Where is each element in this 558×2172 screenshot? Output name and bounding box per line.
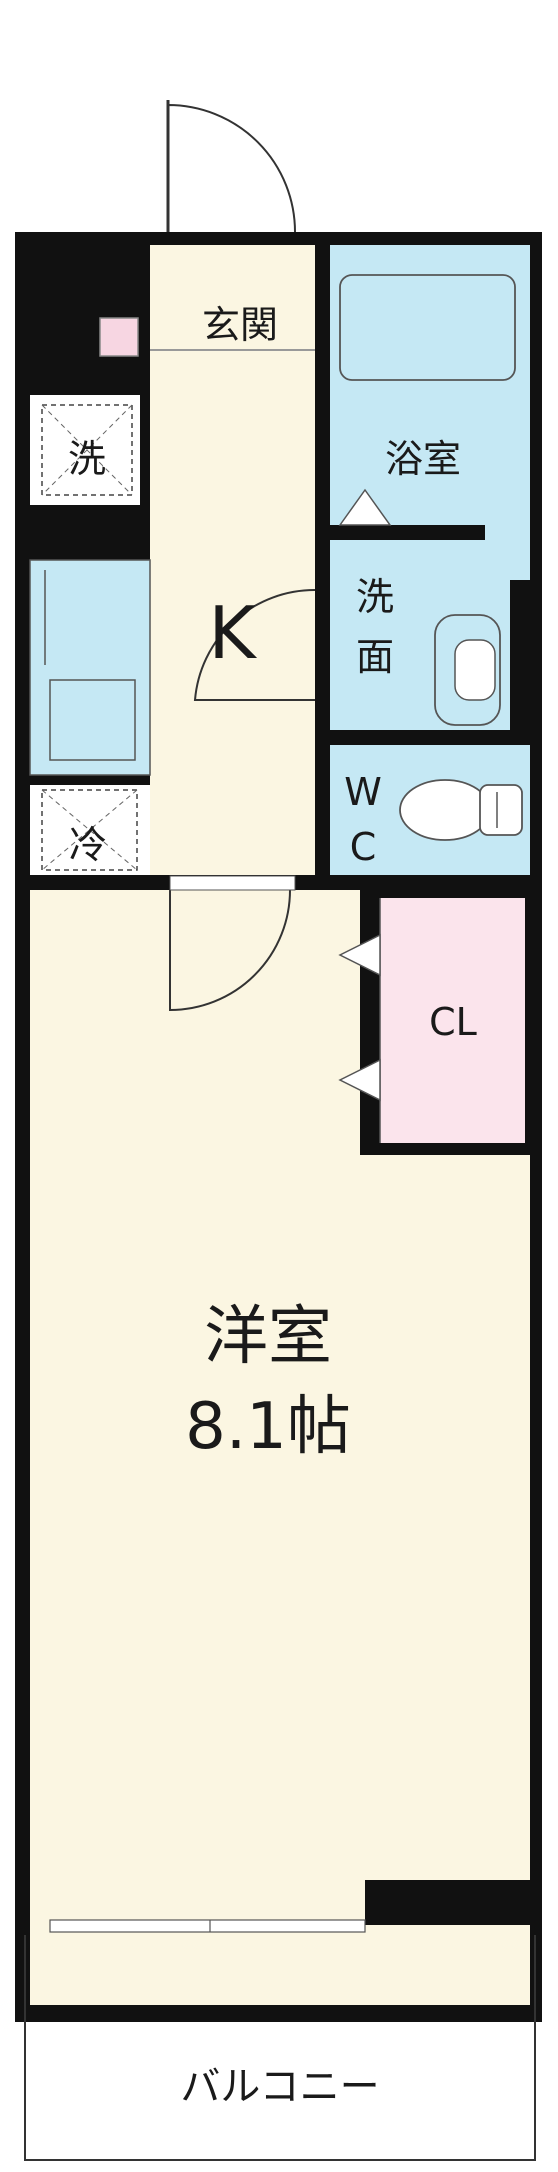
entrance-label: 玄関 — [202, 303, 278, 347]
shoe-box — [99, 317, 139, 357]
balcony-label: バルコニー — [180, 2064, 379, 2110]
washroom-label-line2: 面 — [356, 635, 394, 679]
toilet-label-line1: W — [344, 770, 382, 814]
sink — [49, 679, 136, 761]
western-room-label: 洋室 — [204, 1300, 332, 1374]
western-room-size-label: 8.1帖 — [185, 1390, 351, 1464]
balcony — [25, 2025, 535, 2160]
washroom-label-line1: 洗 — [356, 575, 394, 619]
toilet-label-line2: C — [350, 825, 377, 869]
washer-space-label: 洗 — [68, 437, 106, 481]
balcony-window — [49, 1919, 366, 1933]
closet — [380, 898, 525, 1143]
toilet-icon — [399, 779, 523, 841]
bathroom-label: 浴室 — [385, 437, 461, 481]
fridge-space-label: 冷 — [69, 823, 107, 867]
closet-label: CL — [429, 1000, 477, 1044]
entrance-door — [166, 100, 296, 233]
bathtub — [339, 274, 516, 381]
entrance-floor — [150, 245, 315, 350]
kitchen-label: K — [208, 591, 257, 675]
